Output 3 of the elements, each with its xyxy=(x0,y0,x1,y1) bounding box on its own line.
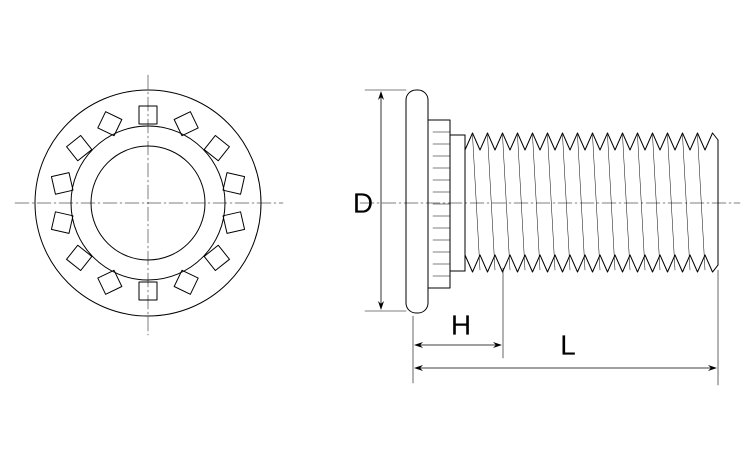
dimension-label: L xyxy=(562,335,575,355)
dimension-label: H xyxy=(453,315,469,335)
dimension-label: D xyxy=(355,193,372,213)
